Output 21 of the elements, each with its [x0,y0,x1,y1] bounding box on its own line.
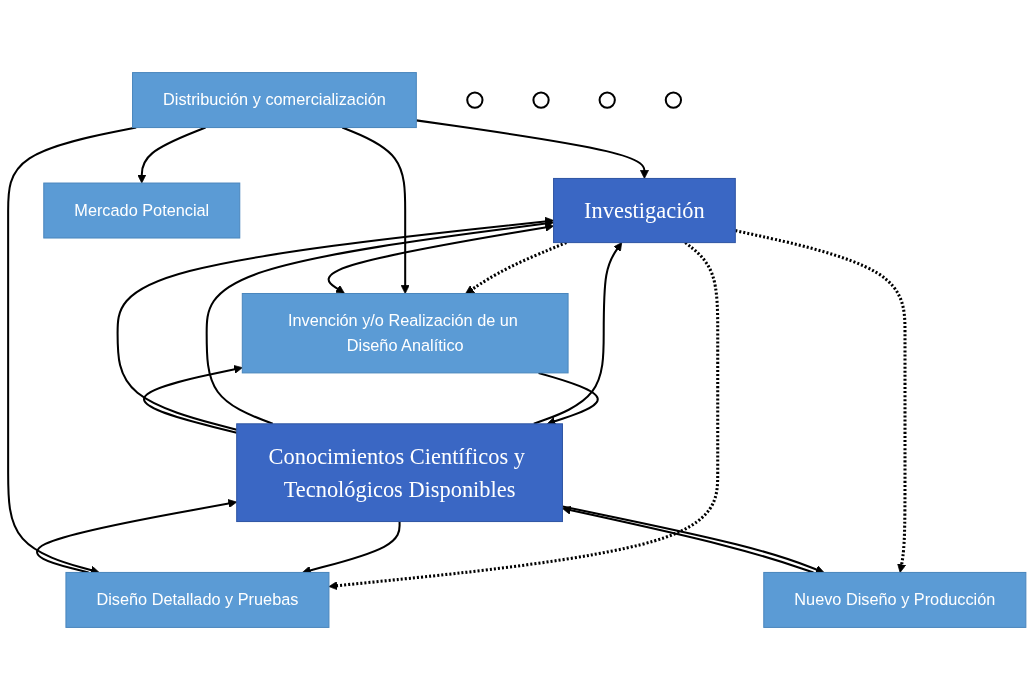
node-box: Distribución y comercialización [132,72,417,129]
arrow [205,219,554,425]
node-circle [466,91,484,109]
node-circle [598,91,616,109]
node-box: Investigación [553,177,736,244]
node-box: Invención y/o Realización de un Diseño Analítico [241,293,569,374]
arrow [142,364,243,434]
arrow [116,216,554,431]
node-circle [532,91,550,109]
node-box: Nuevo Diseño y Producción [763,571,1027,628]
node-box: Conocimientos Científicos y Tecnológicos Disponibles [236,423,563,523]
arrow [533,242,623,425]
arrow [327,222,554,294]
node-box: Diseño Detallado y Pruebas [65,571,330,628]
node-box: Mercado Potencial [43,182,241,239]
arrow [416,119,649,179]
arrow [465,241,567,294]
arrow [341,126,410,294]
node-circle [664,91,683,109]
arrow [328,241,720,591]
arrow [137,126,206,184]
